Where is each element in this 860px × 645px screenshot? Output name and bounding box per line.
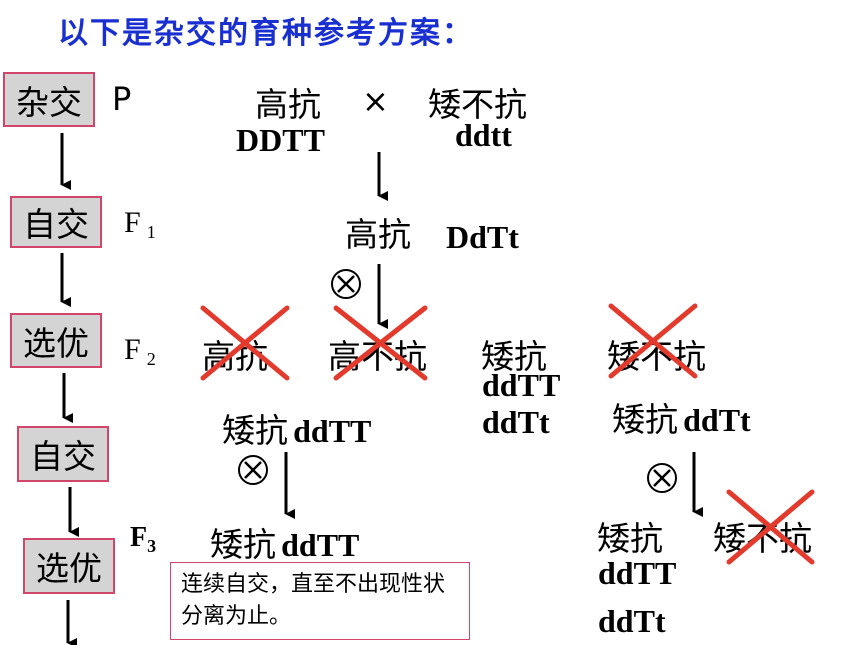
f3-right-genotype-ddTT: ddTT <box>598 555 677 591</box>
parent1-genotype: DDTT <box>236 122 325 158</box>
f2-genotype-ddTt: ddTt <box>482 404 550 440</box>
f3-right-phenotype-2: 矮不抗 <box>713 519 812 558</box>
step-box-self-cross-2: 自交 <box>17 426 109 482</box>
selfing-symbol-f1: ⊗ <box>331 269 361 299</box>
cross-out-dwarf-nonresistant <box>608 303 698 379</box>
cross-symbol: × <box>362 82 389 120</box>
parent2-phenotype: 矮不抗 <box>428 85 527 124</box>
selected-right: 矮抗 ddTt <box>612 400 751 439</box>
cross-out-tall-nonresistant <box>333 305 428 381</box>
parent2-genotype: ddtt <box>455 117 512 153</box>
parent1-phenotype: 高抗 <box>255 85 321 124</box>
selected-left: 矮抗 ddTT <box>222 411 372 450</box>
step-label: 自交 <box>23 205 89 244</box>
gen-label-f3: F3 <box>130 522 157 556</box>
note-box: 连续自交，直至不出现性状分离为止。 <box>170 562 470 640</box>
page-title: 以下是杂交的育种参考方案： <box>58 16 474 51</box>
step-box-self-cross: 自交 <box>10 196 102 248</box>
f1-genotype: DdTt <box>446 219 519 255</box>
step-box-hybridize: 杂交 <box>3 72 95 127</box>
step-box-select: 选优 <box>10 313 102 368</box>
f2-phenotype-dwarf-resistant: 矮抗 <box>481 337 547 376</box>
step-label: 自交 <box>30 437 96 476</box>
gen-label-p: P <box>112 80 132 118</box>
cross-out-tall-resistant <box>200 305 290 381</box>
f3-left: 矮抗 ddTT <box>210 525 360 564</box>
f2-genotype-ddTT: ddTT <box>482 367 561 403</box>
f3-right-genotype-ddTt: ddTt <box>598 603 666 639</box>
step-label: 选优 <box>23 323 89 363</box>
f3-right-phenotype-1: 矮抗 <box>597 519 663 558</box>
selfing-symbol-left <box>238 455 268 485</box>
step-box-select-2: 选优 <box>23 538 115 594</box>
f1-phenotype: 高抗 <box>345 215 411 254</box>
cross-out-f3-dwarf-nonresistant <box>726 489 815 565</box>
step-label: 杂交 <box>16 82 82 122</box>
step-label: 选优 <box>36 549 102 588</box>
selfing-symbol-right <box>647 463 677 493</box>
